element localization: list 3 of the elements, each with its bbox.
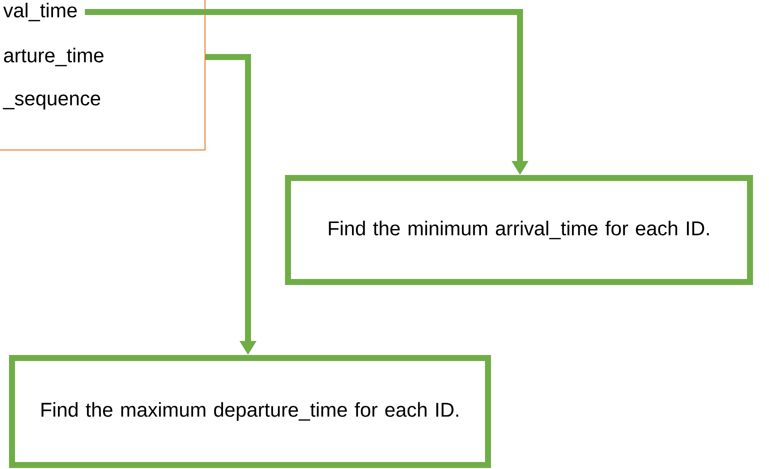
task-box: Find the maximum departure_time for each ID. <box>9 355 491 468</box>
list-box: val_time arture_time _sequence <box>0 0 206 150</box>
task-box: Find the minimum arrival_time for each ID. <box>285 175 753 285</box>
